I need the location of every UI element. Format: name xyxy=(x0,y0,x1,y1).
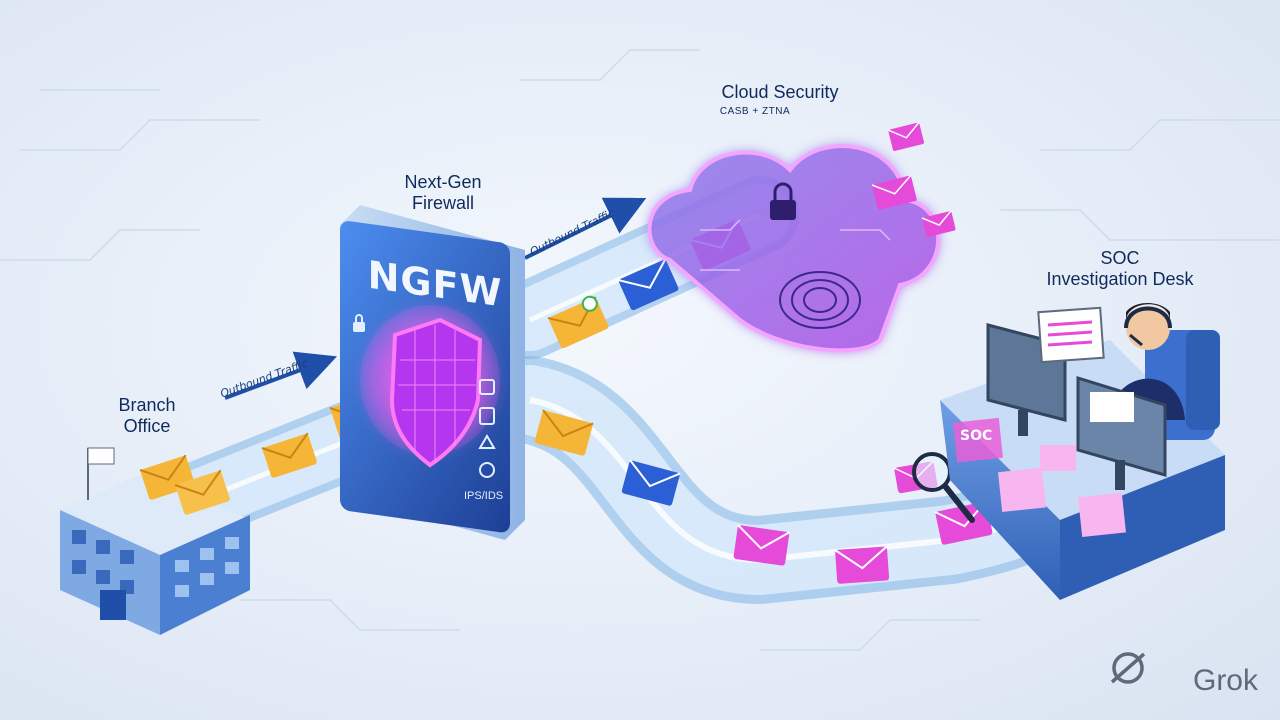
shield-icon xyxy=(389,317,483,468)
soc-monitor-right xyxy=(1076,375,1167,490)
background-circuit-lines xyxy=(0,49,1280,651)
soc-label-line-2: Investigation Desk xyxy=(1046,268,1194,289)
envelope-inspected-2 xyxy=(617,258,679,311)
ngfw-appliance xyxy=(340,205,525,540)
grok-logo-icon xyxy=(1110,652,1146,684)
envelope-flying-3 xyxy=(921,210,956,237)
watermark: Grok xyxy=(1157,664,1258,698)
cloud-security-title: Cloud Security xyxy=(690,82,870,103)
branch-office-building xyxy=(60,447,250,635)
soc-chair xyxy=(1186,330,1220,430)
envelope-lower-2 xyxy=(621,459,681,506)
branch-label-line-1: Branch xyxy=(118,395,176,415)
cloud-security-node xyxy=(647,144,941,353)
envelope-lower-3 xyxy=(733,524,790,566)
firewall-label: Next-Gen Firewall xyxy=(378,172,508,213)
branch-office-label: Branch Office xyxy=(92,395,202,436)
soc-label-line-1: SOC xyxy=(1100,248,1140,268)
soc-label: SOC Investigation Desk xyxy=(1020,248,1220,289)
watermark-text: Grok xyxy=(1192,664,1258,697)
soc-desk-sign: SOC xyxy=(960,428,993,444)
device-icon xyxy=(478,379,496,478)
firewall-label-line-2: Firewall xyxy=(411,192,474,213)
cloud-security-subtitle: CASB + ZTNA xyxy=(700,106,810,118)
firewall-label-line-1: Next-Gen xyxy=(404,172,482,192)
fingerprint-icon xyxy=(779,271,861,329)
ips-ids-label: IPS/IDS xyxy=(464,490,504,502)
cloud-title-text: Cloud Security xyxy=(721,82,839,102)
lock-icon xyxy=(353,314,365,332)
envelope-data-2 xyxy=(174,469,230,515)
envelope-lower-1 xyxy=(534,409,594,456)
lock-icon xyxy=(770,182,796,220)
envelope-lower-4 xyxy=(834,545,890,584)
soc-wall-screen xyxy=(1037,306,1105,364)
traffic-arrow-1 xyxy=(224,351,338,400)
envelope-flying-1 xyxy=(887,121,924,151)
envelope-inspected-1 xyxy=(547,295,609,349)
traffic-arrow-2 xyxy=(524,197,647,260)
cloud-subtitle-text: CASB + ZTNA xyxy=(719,106,791,117)
envelope-data-3 xyxy=(261,432,317,478)
envelope-flying-2 xyxy=(871,174,917,210)
branch-label-line-2: Office xyxy=(123,415,171,436)
magnifier-icon xyxy=(912,452,975,523)
